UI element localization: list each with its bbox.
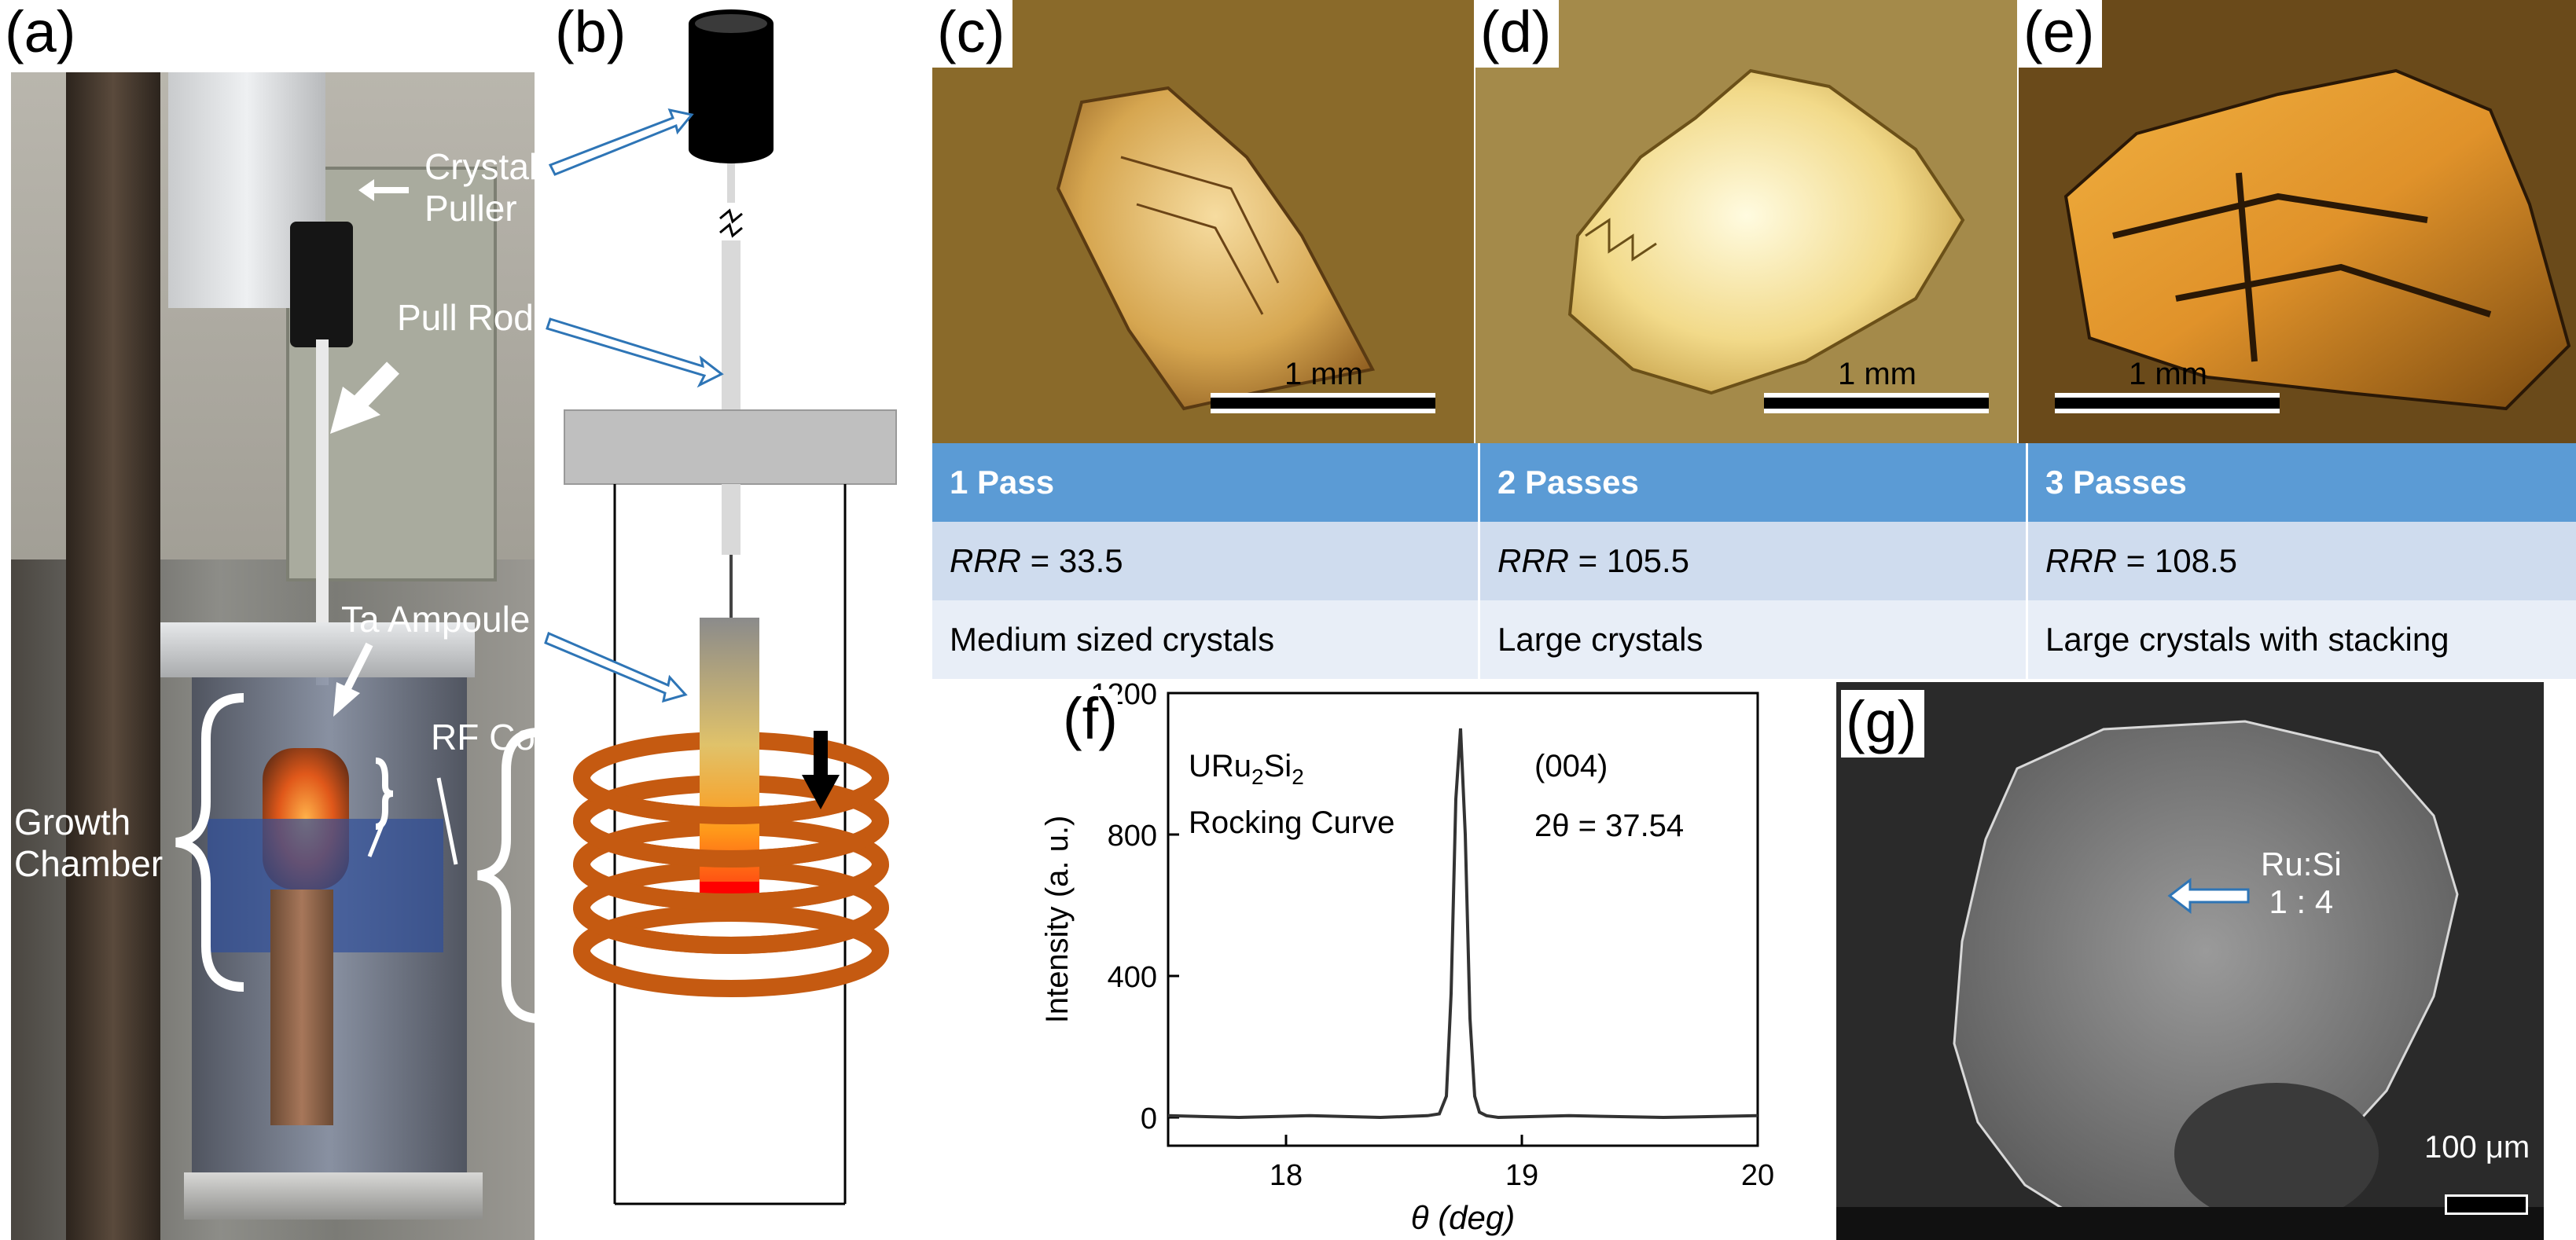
panel-label-g: (g)	[1841, 690, 1925, 758]
optical-image-1-pass	[932, 0, 1474, 443]
panel-label-f: (f)	[1063, 686, 1118, 751]
optical-image-3-passes	[2019, 0, 2576, 443]
annotation-compound: URu2Si2	[1189, 749, 1304, 789]
series-line	[1167, 728, 1758, 1120]
scalebar-c-label: 1 mm	[1284, 357, 1363, 391]
table-cell: RRR = 33.5	[932, 522, 1480, 600]
x-axis-label: θ (deg)	[1411, 1199, 1516, 1236]
sem-scalebar-label: 100 μm	[2424, 1130, 2530, 1165]
panel-label-e: (e)	[2019, 0, 2103, 68]
table-cell: RRR = 105.5	[1479, 522, 2028, 600]
optical-image-2-passes	[1475, 0, 2017, 443]
table-cell: Large crystals with stacking	[2027, 600, 2576, 679]
sem-ratio-label-line1: Ru:Si	[2261, 846, 2342, 882]
sem-ratio-label-line2: 1 : 4	[2269, 883, 2334, 921]
plot-frame	[1167, 692, 1759, 1147]
scalebar-e	[2055, 393, 2280, 413]
table-header-row: 1 Pass 2 Passes 3 Passes	[932, 443, 2576, 522]
panel-label-b: (b)	[550, 0, 634, 68]
scalebar-c	[1211, 393, 1435, 413]
growth-schematic	[564, 9, 897, 1205]
table-header: 3 Passes	[2027, 443, 2576, 522]
scalebar-d	[1764, 393, 1989, 413]
label-crystal-puller: Crystal Puller	[424, 146, 538, 229]
panel-label-c: (c)	[932, 0, 1013, 68]
sem-image	[1836, 682, 2544, 1240]
label-growth-chamber: Growth Chamber	[14, 802, 164, 884]
panel-label-d: (d)	[1475, 0, 1560, 68]
table-cell: RRR = 108.5	[2027, 522, 2576, 600]
label-pull-rod: Pull Rod	[397, 297, 534, 338]
sem-scalebar	[2445, 1194, 2528, 1215]
y-tick-label: 0	[1141, 1102, 1157, 1135]
table-row-description: Medium sized crystals Large crystals Lar…	[932, 600, 2576, 679]
table-cell: Medium sized crystals	[932, 600, 1480, 679]
schematic-link-arrows	[544, 108, 724, 703]
sem-arrow	[2167, 877, 2250, 915]
scalebar-e-label: 1 mm	[2129, 357, 2207, 391]
sem-ratio-label: Ru:Si 1 : 4	[2261, 846, 2342, 922]
table-header: 2 Passes	[1479, 443, 2028, 522]
annotation-rocking-curve: Rocking Curve	[1189, 805, 1395, 840]
scalebar-d-label: 1 mm	[1838, 357, 1916, 391]
panel-label-a: (a)	[0, 0, 84, 68]
label-ta-ampoule: Ta Ampoule	[341, 599, 531, 640]
table-row-rrr: RRR = 33.5 RRR = 105.5 RRR = 108.5	[932, 522, 2576, 600]
photo-growth-setup	[11, 72, 535, 1240]
y-axis-label: Intensity (a. u.)	[1040, 816, 1075, 1024]
coil-bracket	[477, 728, 540, 1023]
y-tick-label: 400	[1108, 961, 1157, 994]
x-tick-label: 19	[1505, 1159, 1538, 1192]
photo-annotation-arrows	[175, 179, 458, 992]
x-tick-label: 18	[1270, 1159, 1303, 1192]
annotation-two-theta: 2θ = 37.54	[1534, 809, 1684, 843]
table-cell: Large crystals	[1479, 600, 2028, 679]
purification-table: 1 Pass 2 Passes 3 Passes RRR = 33.5 RRR …	[932, 443, 2576, 679]
x-tick-label: 20	[1741, 1159, 1774, 1192]
annotation-reflection: (004)	[1534, 749, 1608, 783]
y-tick-label: 800	[1108, 820, 1157, 853]
table-header: 1 Pass	[932, 443, 1480, 522]
